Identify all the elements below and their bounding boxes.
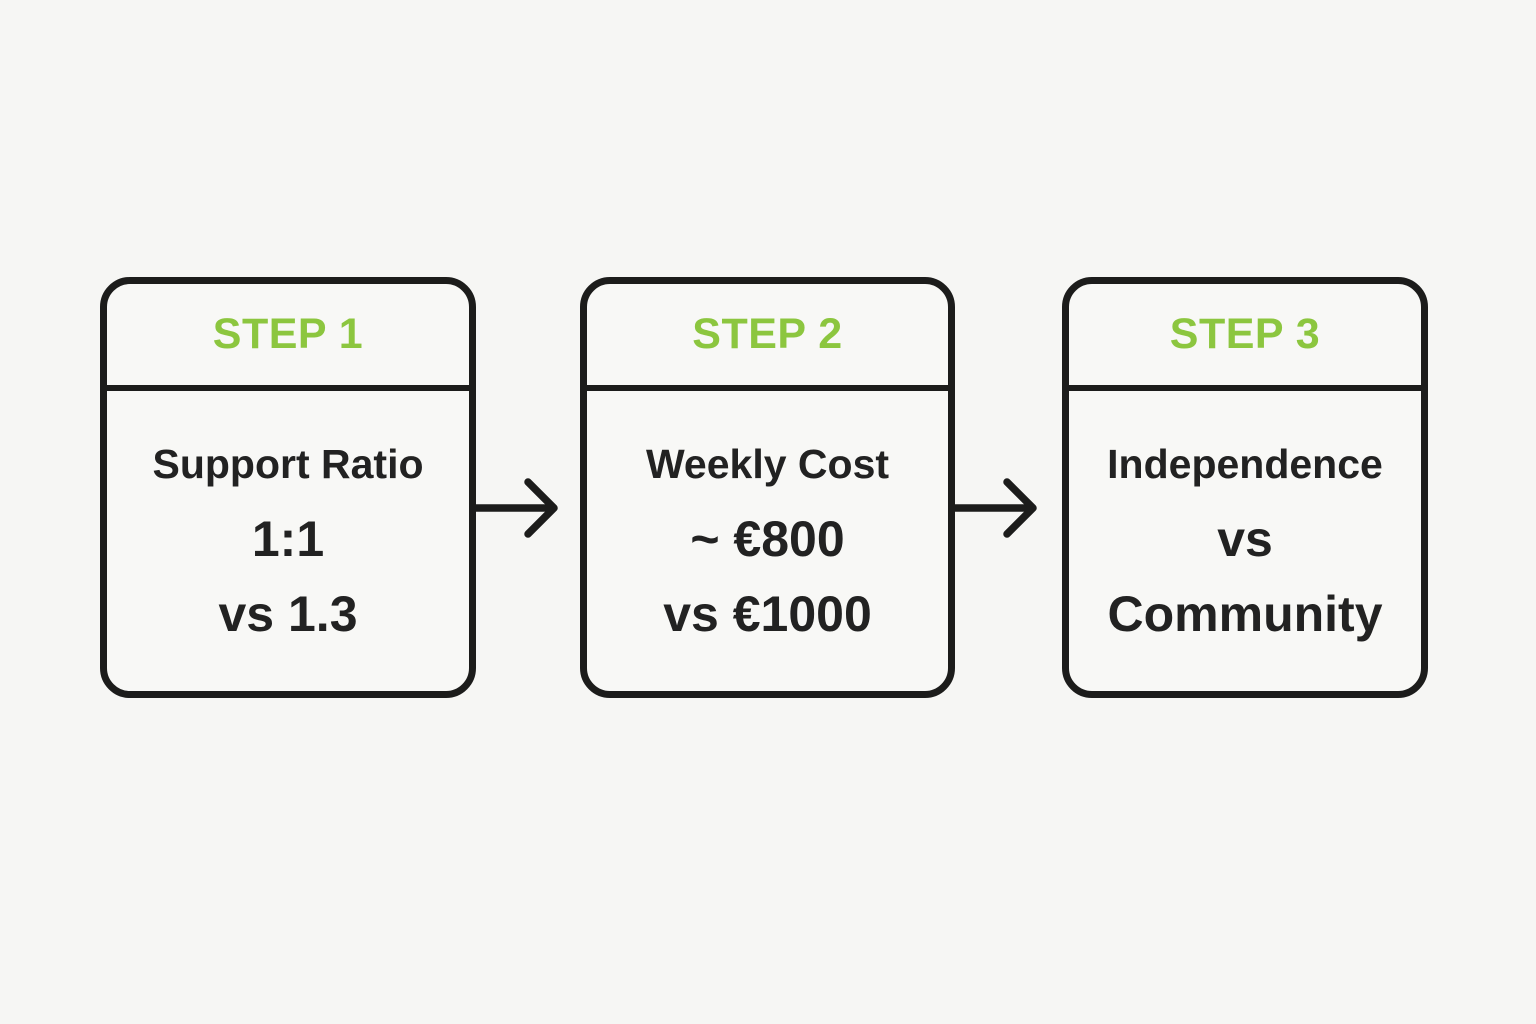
step-2-line-2: ~ €800 bbox=[690, 510, 845, 567]
step-3-header-label: STEP 3 bbox=[1169, 310, 1321, 358]
step-card-1: STEP 1 Support Ratio 1:1 vs 1.3 bbox=[100, 277, 476, 698]
step-2-header: STEP 2 bbox=[587, 284, 948, 391]
step-card-3: STEP 3 Independence vs Community bbox=[1062, 277, 1428, 698]
step-1-header-label: STEP 1 bbox=[212, 310, 364, 358]
step-2-header-label: STEP 2 bbox=[692, 310, 843, 358]
step-1-body: Support Ratio 1:1 vs 1.3 bbox=[107, 391, 469, 691]
step-3-header: STEP 3 bbox=[1069, 284, 1421, 391]
step-2-line-3: vs €1000 bbox=[663, 585, 872, 642]
step-3-line-2: vs bbox=[1217, 510, 1273, 567]
step-3-line-3: Community bbox=[1107, 585, 1383, 642]
right-arrow-icon bbox=[474, 470, 560, 546]
right-arrow-icon bbox=[953, 470, 1039, 546]
step-1-line-3: vs 1.3 bbox=[218, 585, 358, 642]
step-1-line-1: Support Ratio bbox=[152, 440, 424, 487]
step-card-2: STEP 2 Weekly Cost ~ €800 vs €1000 bbox=[580, 277, 955, 698]
step-3-line-1: Independence bbox=[1107, 440, 1383, 487]
step-3-body: Independence vs Community bbox=[1069, 391, 1421, 691]
step-1-header: STEP 1 bbox=[107, 284, 469, 391]
step-1-line-2: 1:1 bbox=[251, 510, 325, 567]
step-2-body: Weekly Cost ~ €800 vs €1000 bbox=[587, 391, 948, 691]
step-2-line-1: Weekly Cost bbox=[645, 440, 890, 487]
